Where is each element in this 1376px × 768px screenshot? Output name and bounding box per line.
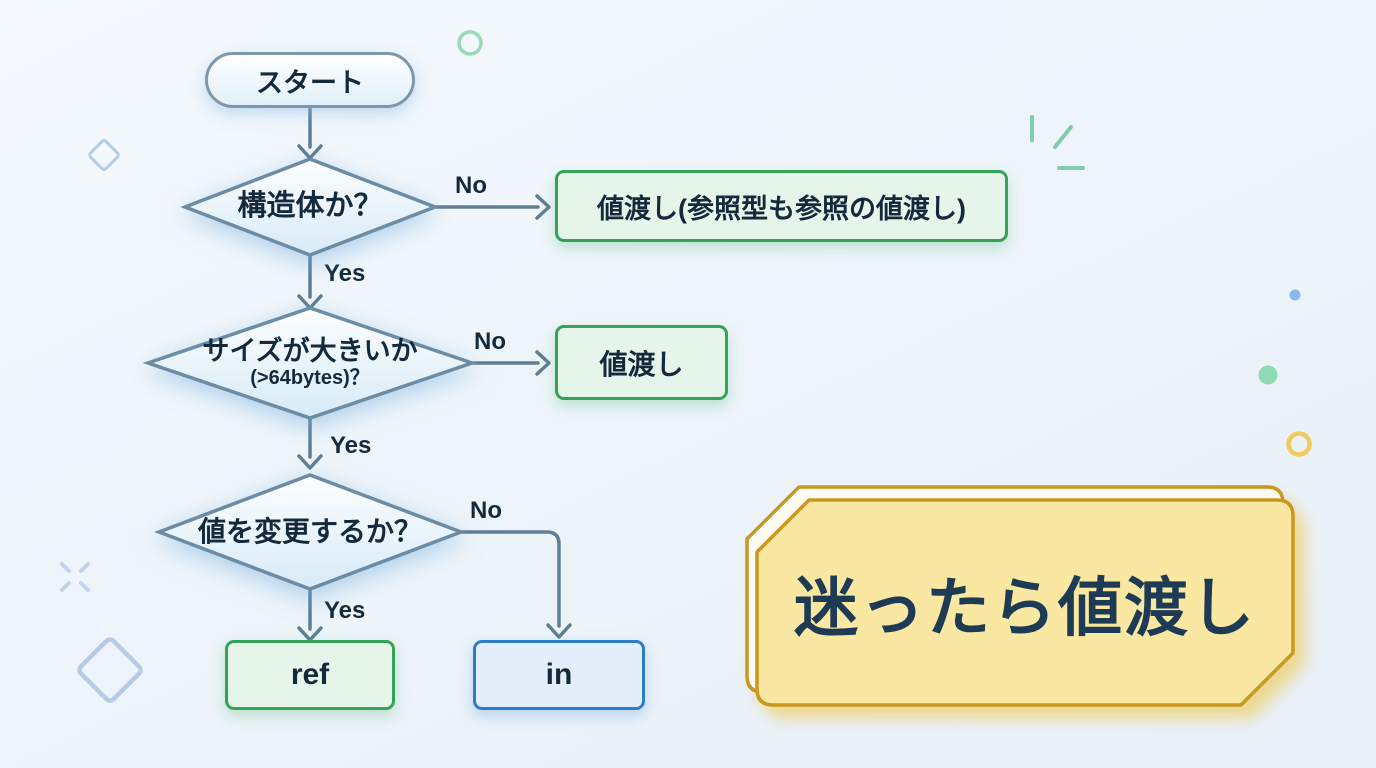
connector-decision1-yes xyxy=(297,253,323,310)
result-ref-label: ref xyxy=(290,658,330,691)
decision2-label: サイズが大きいか (>64bytes)？ xyxy=(148,328,472,398)
connector-decision1-no xyxy=(433,194,551,220)
decision1-diamond-shape xyxy=(180,157,440,257)
decision3-label: 値を変更するか？ xyxy=(197,515,422,547)
connector-decision3-yes xyxy=(297,587,323,642)
callout-message: 迷ったら値渡し xyxy=(794,571,1256,644)
blue-small-diamond-decoration-icon xyxy=(88,139,120,171)
result-in-box: in xyxy=(473,640,645,710)
result-pass-by-value-full-label: 値渡し(参照型も参照の値渡し) xyxy=(597,193,966,224)
blue-sparkle-cross-icon xyxy=(60,562,90,592)
result-pass-by-value-full-box: 値渡し(参照型も参照の値渡し) xyxy=(555,170,1008,242)
decision1-no-label: No xyxy=(455,172,487,199)
decision3-yes-label: Yes xyxy=(324,597,366,624)
decision1-label: 構造体か？ xyxy=(237,190,383,223)
decision2-yes-label: Yes xyxy=(330,432,372,459)
result-in-label: in xyxy=(545,658,573,691)
decision2-no-label: No xyxy=(474,328,506,355)
connector-decision3-no xyxy=(459,530,572,639)
decision3-no-label: No xyxy=(470,497,502,524)
connector-start-to-decision1 xyxy=(297,105,323,160)
result-pass-by-value-box: 値渡し xyxy=(555,325,728,400)
green-sparkle-lines-icon xyxy=(1030,115,1085,170)
green-dot-decoration-icon xyxy=(1258,365,1278,385)
decision2-label-sub: (>64bytes)？ xyxy=(250,367,370,390)
decision2-diamond-shape xyxy=(142,306,478,420)
connector-decision2-no xyxy=(470,350,551,376)
decision2-label-main: サイズが大きいか xyxy=(202,335,418,366)
decision3-diamond-shape xyxy=(154,473,466,591)
decision1-yes-label: Yes xyxy=(324,260,366,287)
result-ref-box: ref xyxy=(225,640,395,710)
blue-dot-decoration-icon xyxy=(1289,289,1301,301)
blue-large-diamond-decoration-icon xyxy=(77,637,143,703)
callout-front-card xyxy=(755,498,1295,707)
green-ring-decoration-icon xyxy=(457,30,483,56)
start-node: スタート xyxy=(205,52,415,108)
callout-card-stack xyxy=(745,485,1295,707)
result-pass-by-value-label: 値渡し xyxy=(599,348,684,380)
start-node-label: スタート xyxy=(256,67,364,98)
yellow-ring-decoration-icon xyxy=(1286,431,1312,457)
connector-decision2-yes xyxy=(297,416,323,470)
